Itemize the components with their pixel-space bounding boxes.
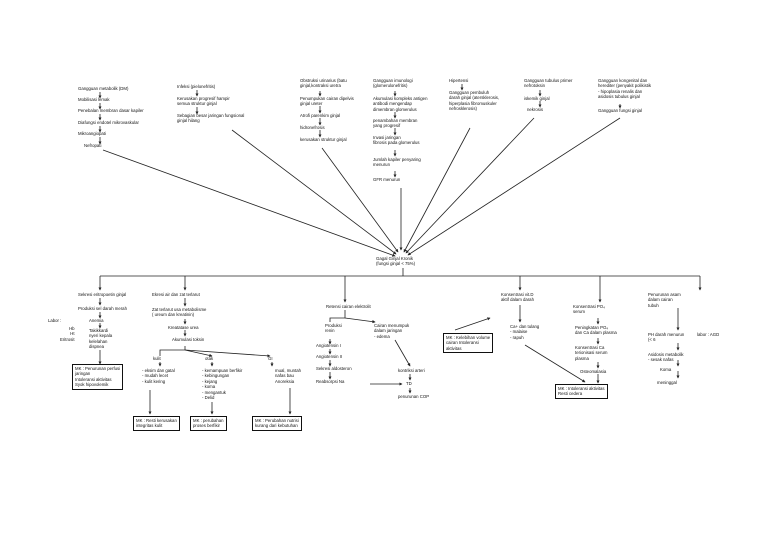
sodium-ang2: Angiotensin II	[316, 354, 343, 359]
vitd-title: Konsentrasi vit.D aktif dalam darah	[501, 292, 534, 303]
acid-title: Penurunan asam dalam cairan tubuh	[648, 292, 681, 308]
sodium-fluid: Cairan menumpuk dalam jaringan - edema	[374, 323, 410, 339]
infection-2: Sebagian besar jaringan fungsional ginja…	[177, 113, 245, 124]
epo-title: Sekresi eritropoetin ginjal	[78, 292, 127, 297]
congenital-1: Gangguan fungsi ginjal	[598, 108, 642, 113]
sodium-aldo: Sekresi aldosteron	[316, 366, 352, 371]
metabolic-1: Mobilisasi lemak	[78, 97, 110, 102]
infection-1: Kerusakan progresif hampir semua struktu…	[177, 96, 230, 107]
obstruction-4: kerusakan struktur ginjal	[300, 137, 347, 142]
sodium-title: Retensi cairan elektrolit	[326, 304, 371, 309]
sodium-reabs: Reabsorpsi Na	[316, 379, 345, 384]
metabolic-3: Diafungsi endotel mikrovaskular	[78, 120, 139, 125]
sodium-cop: penurunan COP	[398, 394, 430, 399]
water-accum: Akumulasi toksin	[172, 337, 205, 342]
water-nerve: otak	[205, 356, 214, 361]
epo-hb: Hb Ht Eritrosit	[60, 326, 75, 342]
water-crea: Kreatatase urea	[168, 325, 199, 330]
infection-0: Infeksi (pielonefritis)	[177, 84, 216, 89]
metabolic-4: Mikroangiopati	[78, 131, 106, 136]
metabolic-0: Gangguan metabolik (DM)	[78, 86, 129, 91]
immune-4: Jumlah kapiler penyaring menurun	[373, 157, 421, 168]
acid-death: meninggal	[657, 380, 677, 385]
sodium-renin: Produksi renin	[325, 323, 342, 334]
water-nerve-list: - kemampuan berfikir - kebingungan - kej…	[202, 368, 243, 401]
sodium-td: TD	[406, 381, 412, 386]
vitd-ca: Ca+ dan tulang - malaise - rapuh	[510, 324, 540, 340]
immune-2: penambahan membran yang progresif	[373, 118, 418, 129]
water-skin: kulit	[153, 356, 161, 361]
water-gi: GI	[268, 356, 273, 361]
acid-coma: Koma	[660, 367, 672, 372]
acid-lab: labor : AGD	[697, 332, 720, 337]
immune-3: Invasi jaringan fibrosis pada glomerulus	[373, 135, 420, 146]
obstruction-2: Atrofi parenkim ginjal	[300, 113, 341, 118]
water-retention: Zat terlarut usa metabolisme ( ureum dan…	[152, 307, 207, 318]
sodium-vaso: kontriksi arteri	[398, 368, 425, 373]
water-skin-list: - eksim dan gatal - mudah lecet - kulit …	[142, 368, 175, 384]
tubular-0: Gangguan tubulus primer nefrotoksin	[524, 78, 573, 89]
phos-title: Konsentrasi PO₄ serum	[573, 304, 605, 315]
phos-ca-serum: Peningkatan PO₄ dan Ca dalam plasma	[575, 325, 617, 336]
tubular-1: iskemik ginjal	[524, 96, 550, 101]
center-node-ckd: Gagal Ginjal Kronik (fungsi ginjal < 75%…	[376, 256, 416, 267]
acid-ph: PH darah menurun (< 6	[648, 332, 685, 343]
mk-nerve-box: MK : perubahan proses berfikir	[190, 416, 227, 431]
hypertension-0: Hipertensi	[449, 78, 469, 83]
obstruction-0: Obstruksi urinarius (batu ginjal,kontrak…	[300, 78, 347, 89]
tubular-2: nekrosis	[527, 107, 544, 112]
hypertension-1: Gangguan pembuluh darah ginjal (aterskle…	[449, 90, 500, 112]
epo-symptoms: Takikkardi nyeri kepala kelelahan dispne…	[89, 328, 113, 350]
phos-ca-conc: Konsentrasi Ca terionisasi serum plasma	[575, 345, 608, 361]
mk-fluid-box: MK : Kelebihan volume cairan Intoleransi…	[443, 333, 494, 354]
immune-5: GFR menurun	[373, 177, 401, 182]
water-title: Ekresi air dan zat terlarut	[152, 292, 200, 297]
mk-gi-box: MK : Perubahan nutrisi kurang dari kebut…	[252, 416, 302, 431]
immune-0: Gangguan imunologi (glomerulonefritis)	[373, 78, 413, 89]
epo-nursing-box: MK : Penurunan perfusi jaringan Intolera…	[72, 364, 124, 390]
acid-acidosis: Asidosis metabolik - sesak nafas	[648, 352, 684, 363]
obstruction-3: hidronefrosis	[300, 125, 325, 130]
metabolic-2: Penebalan membran dasar kapiler	[78, 108, 144, 113]
phos-osteo: Osteomalasia	[580, 369, 607, 374]
water-gi-list: mual, muntah nafas bau Anoreksia	[275, 368, 302, 384]
obstruction-1: Penumpukan cairan dipelvis ginjal ureter	[300, 96, 354, 107]
congenital-0: Gangguan kongenital dan herediter (penya…	[598, 78, 652, 100]
metabolic-5: Nefropati	[84, 143, 102, 148]
sodium-ang1: Angiotensin I	[316, 343, 341, 348]
epo-lab: Labor :	[48, 318, 62, 323]
epo-production: Produksi sel darah merah	[78, 306, 127, 311]
epo-anemia: Anemia	[89, 318, 104, 323]
mk-skin-box: MK : Resti kerusakan integritas kulit	[133, 416, 180, 431]
immune-1: Akumulasi kompleks antigen antibodi meng…	[373, 96, 428, 112]
mk-bone-box: MK : Intoleransi aktivitas Resti cedera	[555, 384, 608, 399]
